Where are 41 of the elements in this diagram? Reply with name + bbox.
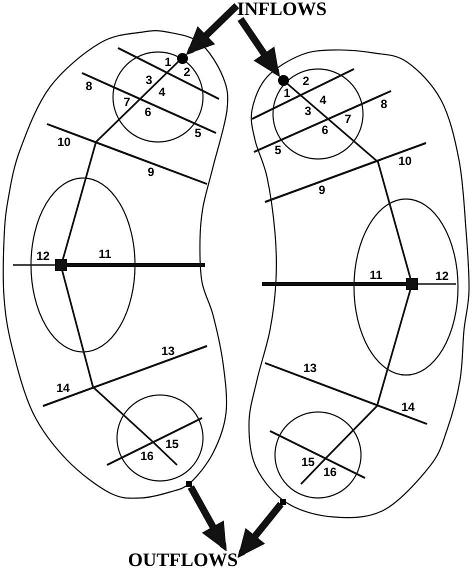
callout-number: 3 [146,75,152,85]
callout-number: 1 [164,57,172,67]
flow-arrow [188,485,227,552]
callout-number: 11 [98,249,112,259]
callout-number: 10 [398,156,412,166]
callout-number: 5 [274,145,282,155]
callout-number: 8 [86,81,92,91]
callout-number: 5 [194,128,202,138]
callout-number: 2 [302,76,310,86]
callout-number: 3 [304,106,312,116]
outflow-point [280,499,286,505]
callout-number: 10 [57,137,71,147]
flow-arrow [186,3,240,56]
callout-number: 14 [401,402,415,412]
outflow-point [186,481,192,487]
callout-number: 7 [124,97,130,107]
callout-number: 4 [158,87,166,97]
callout-number: 4 [320,95,326,105]
callout-number: 13 [303,363,317,373]
callout-number: 16 [323,467,337,477]
callout-number: 6 [322,125,328,135]
callout-number: 15 [165,439,179,449]
callout-number: 6 [144,107,152,117]
callout-number: 16 [140,451,154,461]
callout-number: 8 [380,99,388,109]
callout-number: 12 [36,251,50,261]
flow-arrow [238,17,280,78]
callout-number: 12 [435,271,449,281]
callout-number: 11 [370,270,382,280]
callout-number: 13 [161,346,175,356]
flow-label: INFLOWS [233,0,327,19]
callout-number: 9 [148,167,154,177]
inflow-point [177,53,188,64]
callout-number: 7 [344,114,352,124]
callout-number: 2 [184,67,190,77]
flow-label: OUTFLOWS [124,551,238,570]
flow-arrow [237,502,284,558]
callout-number: 14 [56,383,70,393]
inflow-point [278,75,289,86]
callout-number: 9 [318,185,326,195]
callout-number: 15 [301,457,315,467]
